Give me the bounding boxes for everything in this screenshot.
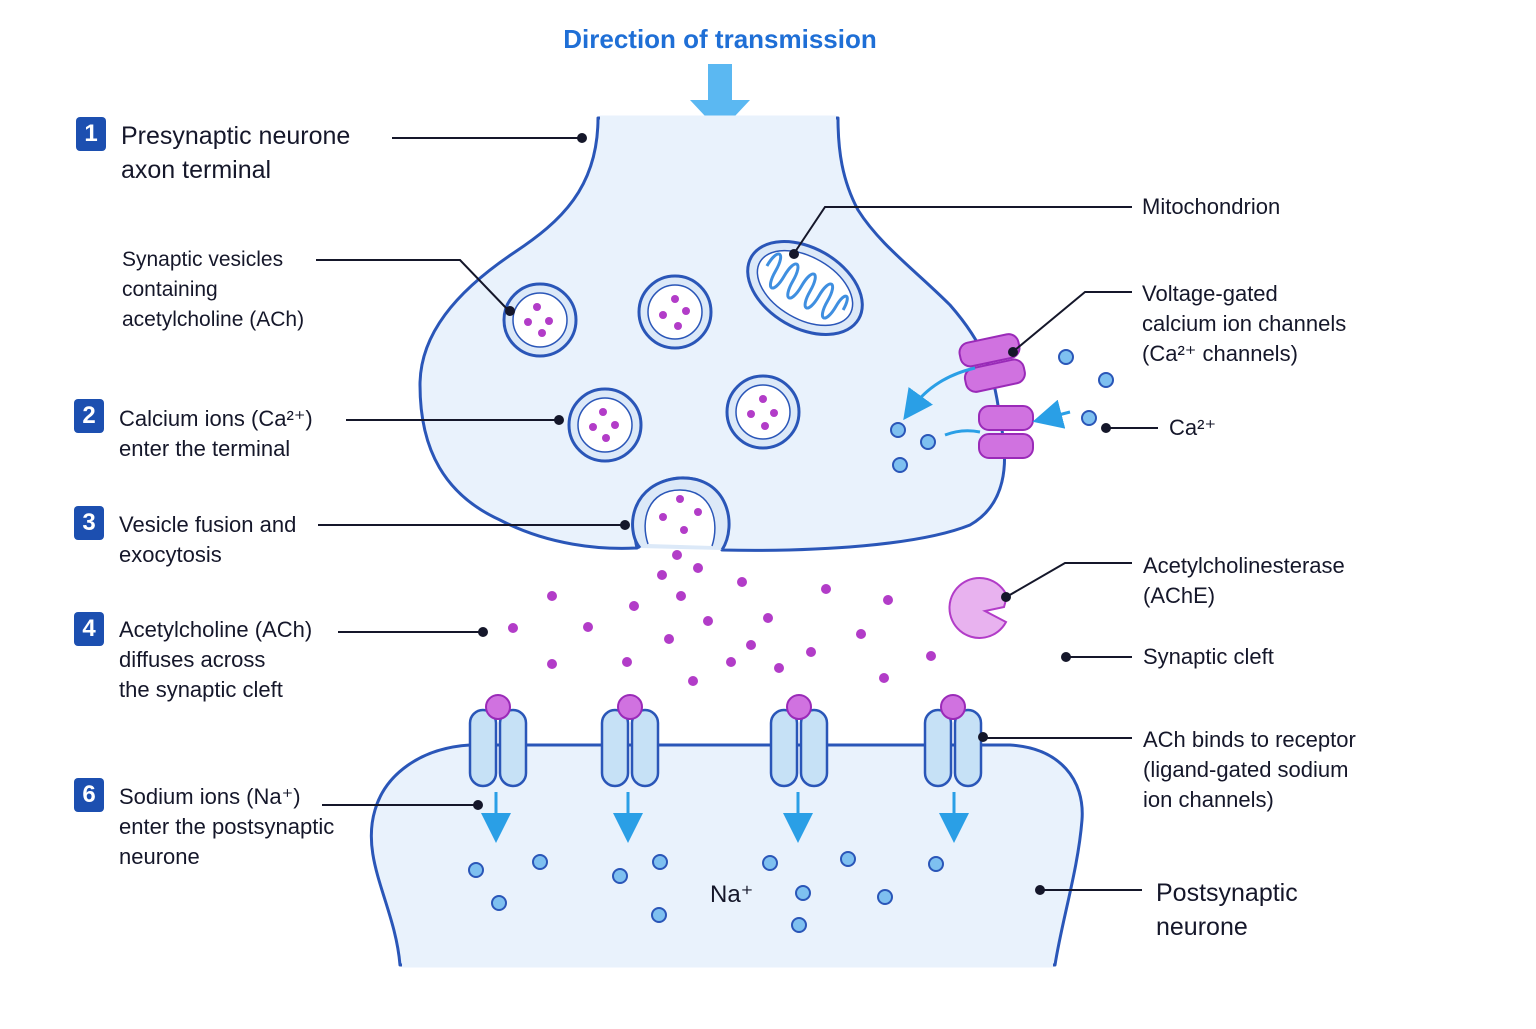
label-acetylcholinesterase: Acetylcholinesterase(AChE) — [1143, 553, 1345, 608]
label-ach-receptor: ACh binds to receptor(ligand-gated sodiu… — [1143, 727, 1356, 812]
vesicle — [502, 282, 578, 358]
step-badge-3: 3 — [74, 506, 104, 540]
mitochondrion-icon — [746, 240, 864, 336]
synaptic-vesicles — [502, 274, 801, 463]
label-synaptic-cleft: Synaptic cleft — [1143, 644, 1274, 669]
leader-lines — [316, 133, 1158, 895]
calcium-entry-arrow — [1032, 399, 1071, 429]
step-badge-6: 6 — [74, 778, 104, 812]
step-badge-4: 4 — [74, 612, 104, 646]
step-badge-1: 1 — [76, 117, 106, 151]
receptor — [769, 694, 829, 788]
calcium-entry-arrow — [944, 429, 981, 437]
vesicle — [567, 387, 643, 463]
acetylcholine-molecules — [508, 550, 936, 686]
fusing-vesicle — [631, 476, 731, 551]
calcium-channel-lower — [978, 405, 1034, 459]
sodium-ions — [468, 851, 944, 933]
diagram-title: Direction of transmission — [563, 24, 877, 54]
vesicle — [725, 374, 801, 450]
calcium-channel-upper — [958, 333, 1026, 393]
receptor — [468, 694, 528, 788]
label-mitochondrion: Mitochondrion — [1142, 194, 1281, 219]
postsynaptic-neurone — [369, 743, 1084, 967]
step-badge-2: 2 — [74, 399, 104, 433]
receptor — [600, 694, 660, 788]
sodium-entry-arrows — [481, 792, 969, 843]
label-calcium-enter: Calcium ions (Ca²⁺)enter the terminal — [119, 406, 313, 461]
vesicle — [637, 274, 713, 350]
receptor — [923, 694, 983, 788]
label-sodium-ion: Na⁺ — [710, 881, 754, 908]
acetylcholinesterase-icon — [948, 576, 1009, 639]
calcium-ions — [890, 349, 1114, 473]
label-calcium-ion: Ca²⁺ — [1169, 415, 1217, 440]
calcium-entry-arrow — [903, 366, 976, 421]
